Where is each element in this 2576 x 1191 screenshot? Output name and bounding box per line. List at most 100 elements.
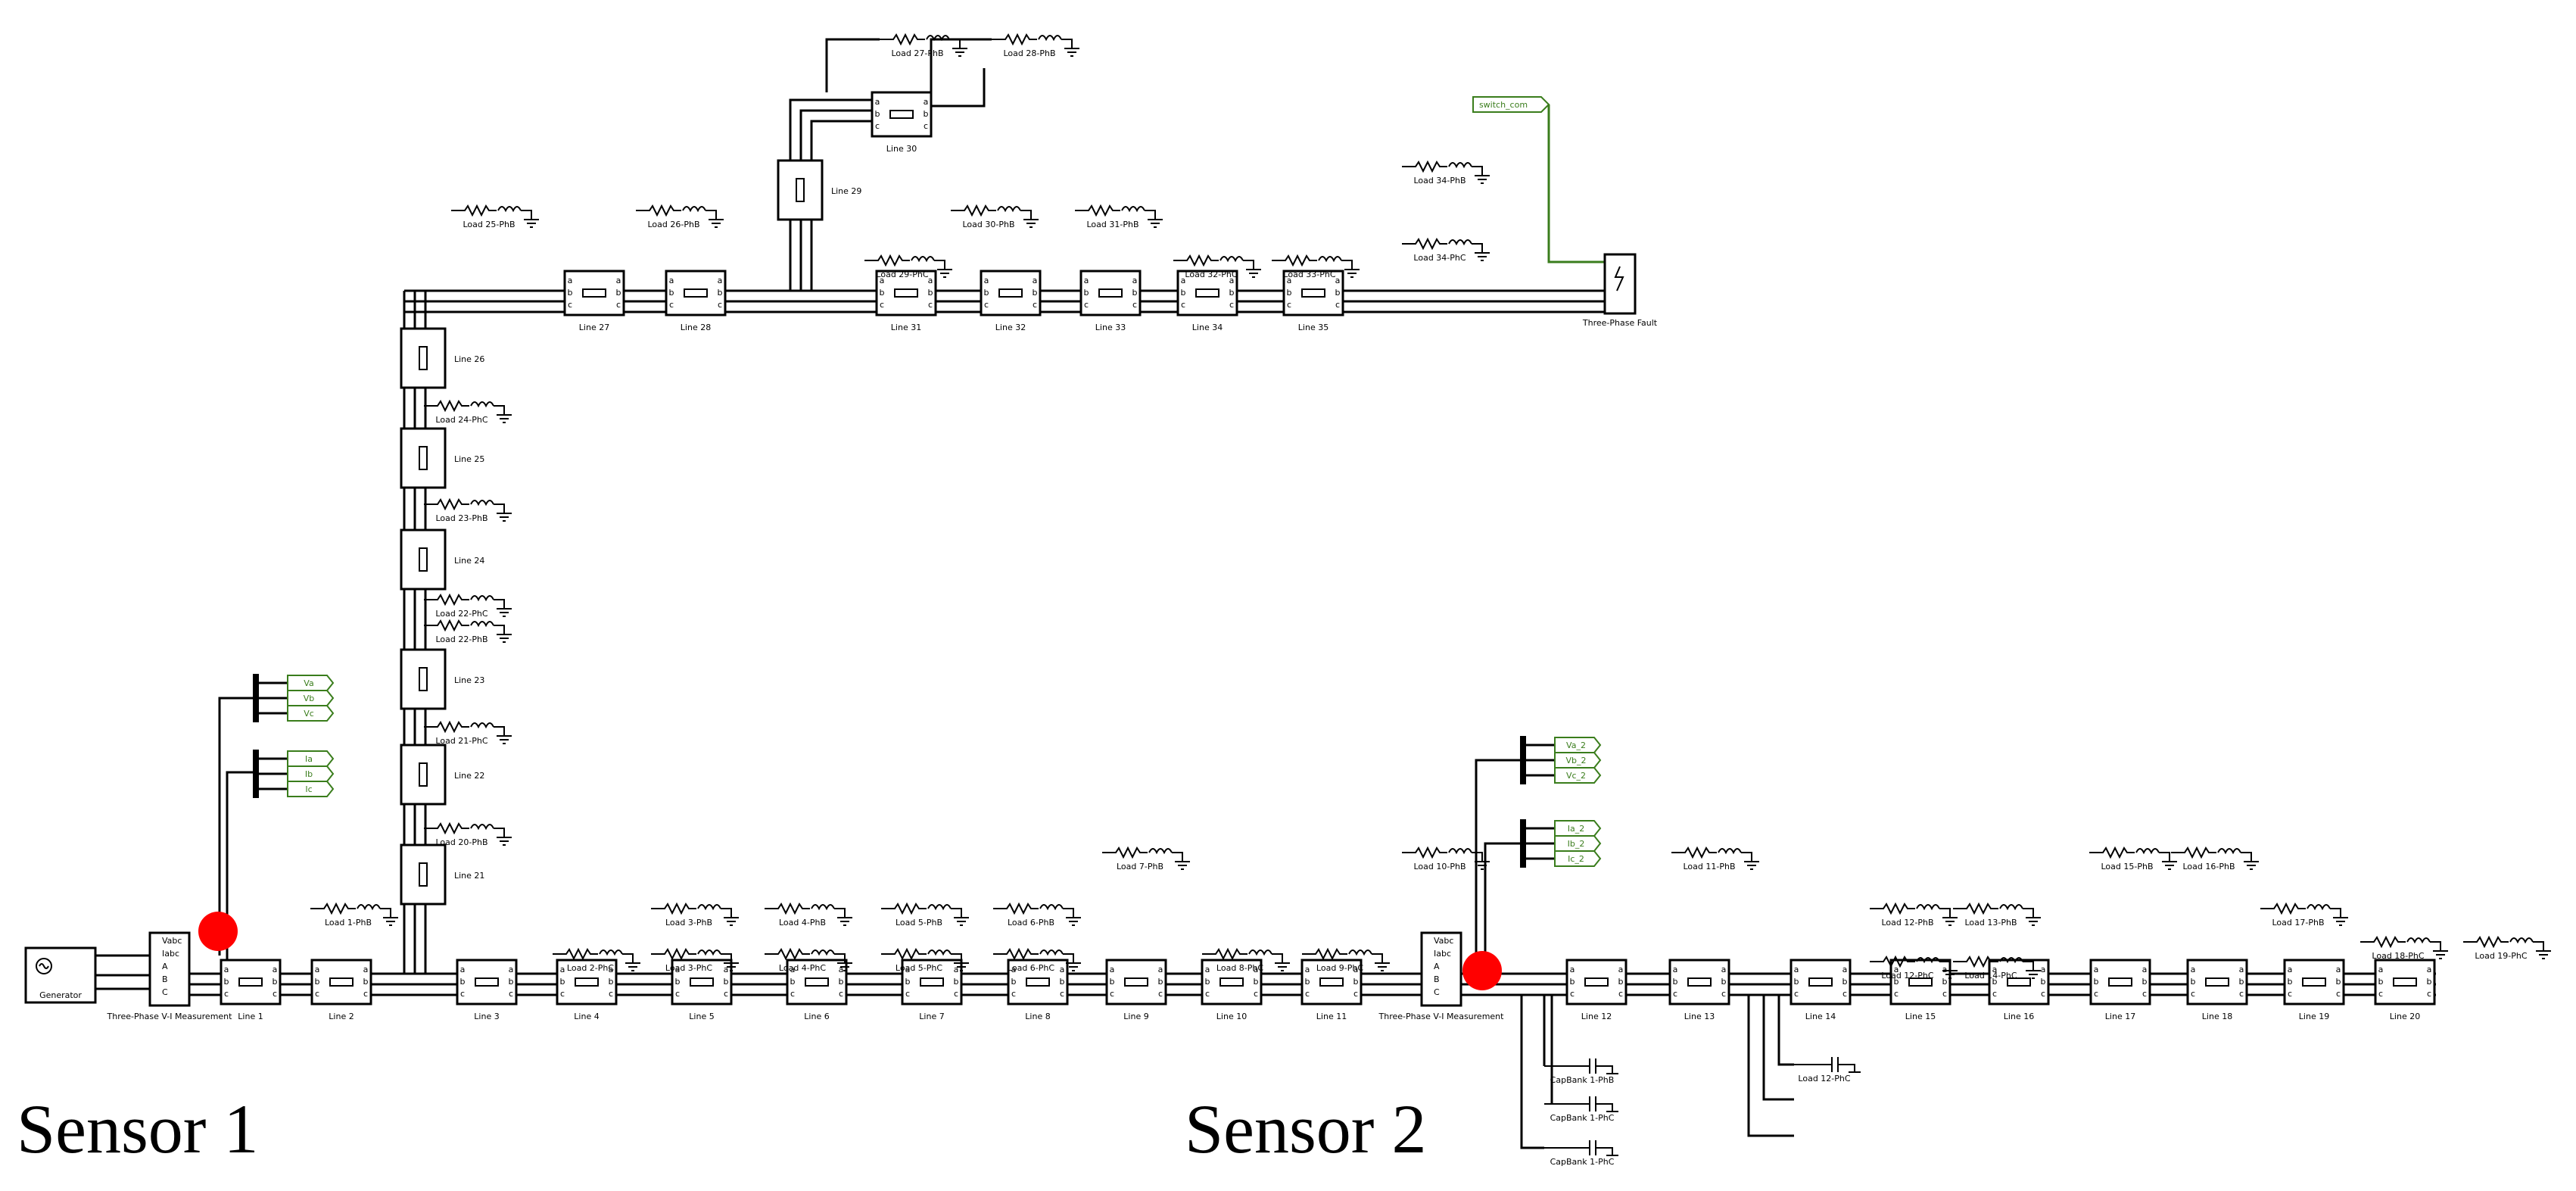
line-port-label: c [560,989,565,999]
line-port-label: b [669,288,674,298]
line-port-label: a [1011,965,1017,974]
line-label: Line 17 [2105,1012,2135,1021]
wire [1475,759,1520,969]
ground-icon [1172,852,1190,870]
wire [825,38,992,108]
line-label: Line 34 [1192,323,1223,332]
line-port-label: b [509,977,514,987]
load-resistor [1075,204,1120,217]
line-port-label: c [273,989,277,999]
line-port-label: a [2378,965,2384,974]
load-label: Load 4-PhC [779,963,826,973]
generator-symbol [36,958,52,974]
line-label: Line 3 [474,1012,499,1021]
line-label: Line 29 [831,186,861,196]
goto-tag-label: Ib [305,769,313,779]
line-impedance-icon [920,977,944,987]
line-port-label: c [1618,989,1623,999]
line-port-label: b [1305,977,1310,987]
fault-lightning-icon [1614,266,1624,292]
ground-icon [2533,941,2551,959]
goto-tag-label: Vc_2 [1566,771,1586,781]
capacitor-label: CapBank 1-PhB [1550,1075,1615,1085]
line-impedance-icon [2007,977,2031,987]
block-layer [24,33,2551,1156]
line-impedance-icon [1124,977,1148,987]
generator-label: Generator [39,990,82,1000]
line-port-label: a [1132,276,1138,285]
line-port-label: b [954,977,959,987]
line-port-label: b [905,977,911,987]
sensor-layer [198,912,1502,990]
measurement-port-label: Iabc [162,949,179,959]
line-port-label: b [2336,977,2341,987]
load-label: Load 10-PhB [1413,862,1466,871]
capacitor-label: CapBank 1-PhC [1550,1157,1615,1167]
line-port-label: c [224,989,229,999]
line-port-label: b [609,977,614,987]
measurement-port-label: Vabc [162,936,182,946]
line-label: Line 30 [886,144,917,154]
line-impedance-icon [2205,977,2229,987]
load-resistor [1102,846,1148,859]
load-label: Load 4-PhB [779,918,826,928]
load-inductor [682,206,706,213]
line-port-label: c [1110,989,1114,999]
line-port-label: a [718,276,723,285]
line-port-label: b [2191,977,2196,987]
line-port-label: a [609,965,614,974]
line-port-label: a [790,965,796,974]
load-label: Load 12-PhB [1881,918,1933,928]
line-label: Line 24 [454,556,484,566]
load-inductor [357,904,381,911]
line-impedance-icon [1319,977,1344,987]
ground-icon [2023,961,2041,979]
line-port-label: c [315,989,319,999]
line-port-label: a [1229,276,1235,285]
measurement-block-1 [148,931,191,1007]
ground-icon [2330,908,2348,926]
load-resistor [2260,902,2306,915]
line-port-label: b [1181,288,1186,298]
line-port-label: a [1673,965,1678,974]
load-resistor [864,254,910,267]
line-port-label: a [1110,965,1115,974]
load-resistor [424,720,469,734]
line-port-label: b [1158,977,1163,987]
line-port-label: a [2041,965,2046,974]
load-resistor [2171,846,2216,859]
ground-icon [1741,852,1759,870]
goto-tag-i1 [287,750,335,767]
line-port-label: a [2191,965,2196,974]
line-port-label: b [1060,977,1065,987]
line-label: Line 22 [454,771,484,781]
sensor-2-label: Sensor 2 [1185,1090,1427,1168]
line-port-label: a [1842,965,1848,974]
ground-icon [494,828,512,846]
load-label: Load 7-PhB [1117,862,1163,871]
load-label: Load 11-PhB [1683,862,1735,871]
line-label: Line 16 [2004,1012,2034,1021]
line-label: Line 10 [1216,1012,1247,1021]
ground-icon [834,953,852,971]
load-resistor [2089,846,2135,859]
line-port-label: a [2142,965,2148,974]
line-label: Line 20 [2390,1012,2420,1021]
load-label: Load 24-PhC [435,415,487,425]
line-port-label: c [1060,989,1064,999]
goto-tag-label: Vb [304,694,315,703]
line-port-label: a [224,965,229,974]
line-impedance-icon [329,977,354,987]
load-resistor [765,902,810,915]
load-inductor [1916,957,1940,964]
line-port-label: b [1205,977,1210,987]
line-port-label: b [718,288,723,298]
load-resistor [1202,947,1248,961]
ground-icon [1020,210,1039,228]
line-port-label: b [1110,977,1115,987]
line-port-label: b [984,288,989,298]
line-impedance-icon [2393,977,2417,987]
line-impedance-icon [2302,977,2326,987]
line-impedance-icon [1098,288,1123,298]
